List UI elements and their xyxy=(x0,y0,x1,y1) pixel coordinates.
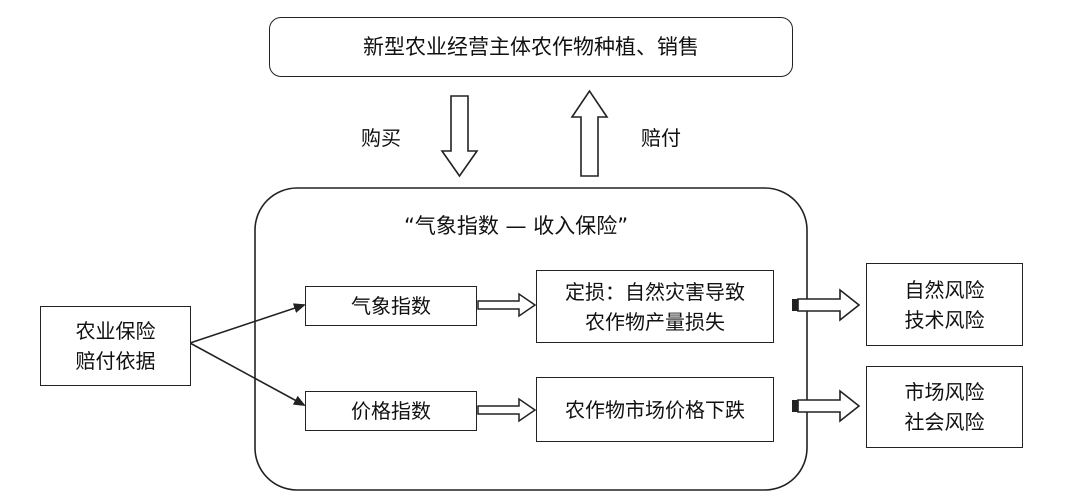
block-arrow-to-market-risk xyxy=(797,389,861,423)
market-risk-line1: 市场风险 xyxy=(904,380,985,404)
buy-label: 购买 xyxy=(361,126,401,150)
price-index-label: 价格指数 xyxy=(351,399,431,423)
pay-label: 赔付 xyxy=(641,126,681,150)
price-drop-box: 农作物市场价格下跌 xyxy=(536,377,774,442)
arrow-to-weather-index xyxy=(189,303,306,344)
top-box: 新型农业经营主体农作物种植、销售 xyxy=(269,17,793,77)
arrow-tail-natural xyxy=(792,299,798,311)
price-index-box: 价格指数 xyxy=(305,391,477,431)
weather-index-box: 气象指数 xyxy=(305,286,477,326)
arrow-tail-market xyxy=(792,400,798,412)
arrow-to-price-index xyxy=(189,342,306,406)
left-box-line2: 赔付依据 xyxy=(75,349,156,373)
natural-risk-line2: 技术风险 xyxy=(904,307,985,332)
insurance-group-title: “气象指数 — 收入保险” xyxy=(404,214,629,238)
compensation-arrow xyxy=(570,89,609,177)
market-risk-line2: 社会风险 xyxy=(904,410,985,434)
weather-index-label: 气象指数 xyxy=(351,294,431,318)
natural-risk-box: 自然风险 技术风险 xyxy=(866,263,1023,346)
left-box: 农业保险 赔付依据 xyxy=(40,306,191,386)
insurance-group-frame xyxy=(254,187,808,491)
market-risk-box: 市场风险 社会风险 xyxy=(866,366,1023,448)
natural-risk-line1: 自然风险 xyxy=(904,277,985,302)
double-arrow-price-to-drop xyxy=(477,397,537,423)
loss-assessment-box: 定损：自然灾害导致 农作物产量损失 xyxy=(536,270,774,343)
top-box-text: 新型农业经营主体农作物种植、销售 xyxy=(363,35,699,59)
double-arrow-weather-to-loss xyxy=(477,292,537,318)
purchase-arrow xyxy=(440,95,479,178)
left-box-line1: 农业保险 xyxy=(75,319,156,343)
loss-box-line1: 定损：自然灾害导致 xyxy=(565,279,745,304)
loss-box-line2: 农作物产量损失 xyxy=(585,309,725,334)
price-drop-label: 农作物市场价格下跌 xyxy=(565,397,745,422)
block-arrow-to-natural-risk xyxy=(797,288,861,322)
